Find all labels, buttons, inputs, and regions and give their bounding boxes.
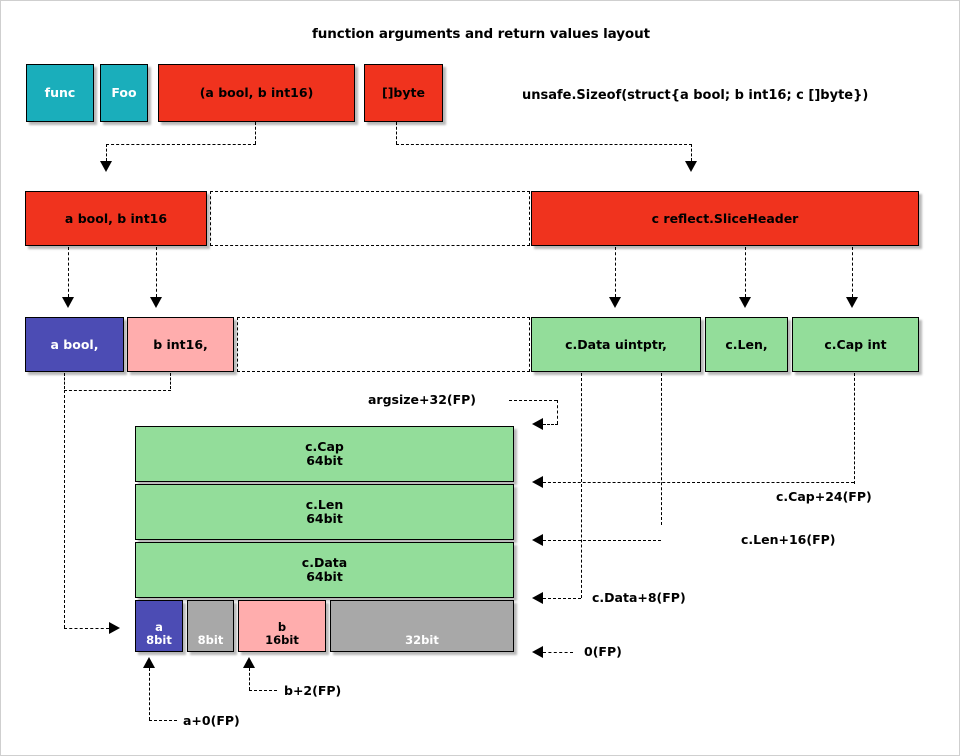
offset-label-b: b+2(FP) — [284, 683, 342, 698]
offset-label-a: a+0(FP) — [183, 713, 240, 728]
connector-ccap-vertical — [852, 247, 853, 297]
arrow-offset-cap — [532, 476, 543, 488]
signature-box-results[interactable]: []byte — [364, 64, 443, 122]
arrow-params-to-args — [100, 161, 112, 172]
connector-ab-left-stub — [64, 373, 65, 389]
connector-params-horizontal — [106, 144, 256, 145]
connector-ab-to-base — [64, 628, 109, 629]
arrow-offset-len — [532, 534, 543, 546]
connector-clen-vertical — [745, 247, 746, 297]
arrow-to-b-int16 — [150, 297, 162, 308]
field-box-a-bool[interactable]: a bool, — [25, 317, 124, 372]
stack-slot-c-cap[interactable]: c.Cap 64bit — [135, 426, 514, 482]
sizeof-expression: unsafe.Sizeof(struct{a bool; b int16; c … — [522, 88, 869, 103]
connector-offset-cap-horizontal — [543, 482, 854, 483]
stack-slot-c-data-label: c.Data — [301, 555, 348, 570]
base-cell-pad8-size: 8bit — [197, 633, 224, 648]
connector-results-horizontal — [396, 144, 692, 145]
arrow-offset-data — [532, 592, 543, 604]
connector-ab-right-stub — [170, 373, 171, 389]
connector-offset-a-vertical — [149, 668, 150, 720]
connector-offset-zero-horizontal — [543, 652, 573, 653]
connector-ab-bracket — [64, 390, 171, 391]
connector-argsize-tail — [543, 424, 558, 425]
field-box-b-int16[interactable]: b int16, — [127, 317, 234, 372]
connector-ccap-drop — [854, 373, 855, 484]
arrow-to-a-bool — [62, 297, 74, 308]
args-box-gap — [210, 191, 530, 246]
base-cell-b-label: b — [277, 620, 287, 635]
connector-results-vertical — [691, 144, 692, 161]
stack-slot-c-data-size: 64bit — [306, 569, 343, 584]
base-cell-pad8[interactable]: 8bit — [187, 600, 234, 652]
arrow-offset-b — [243, 657, 255, 668]
field-box-c-cap[interactable]: c.Cap int — [792, 317, 919, 372]
field-box-c-data[interactable]: c.Data uintptr, — [531, 317, 701, 372]
stack-slot-c-len-label: c.Len — [305, 497, 344, 512]
connector-params-vertical — [106, 144, 107, 161]
arrow-results-to-sliceheader — [685, 161, 697, 172]
stack-slot-c-len[interactable]: c.Len 64bit — [135, 484, 514, 540]
connector-cdata-drop — [581, 373, 582, 598]
connector-offset-a-horizontal — [149, 720, 177, 721]
connector-results-stub — [396, 122, 397, 144]
base-cell-a-size: 8bit — [146, 633, 172, 648]
base-cell-a[interactable]: a 8bit — [135, 600, 183, 652]
arrow-argsize-to-stack-top — [532, 418, 543, 430]
stack-slot-c-cap-size: 64bit — [306, 453, 343, 468]
offset-label-data: c.Data+8(FP) — [592, 590, 686, 605]
connector-argsize-vertical — [557, 400, 558, 424]
arrow-to-c-len — [739, 297, 751, 308]
connector-clen-drop — [661, 373, 662, 525]
signature-box-func[interactable]: func — [26, 64, 94, 122]
arrow-ab-into-base-row — [109, 622, 120, 634]
field-box-gap — [237, 317, 530, 372]
signature-box-params[interactable]: (a bool, b int16) — [158, 64, 355, 122]
connector-b-vertical — [156, 247, 157, 297]
connector-params-stub — [255, 122, 256, 144]
offset-label-len: c.Len+16(FP) — [741, 532, 836, 547]
base-cell-b-size: 16bit — [265, 633, 299, 648]
connector-a-vertical — [68, 247, 69, 297]
page-title: function arguments and return values lay… — [312, 26, 650, 42]
base-cell-pad32[interactable]: 32bit — [330, 600, 514, 652]
arrow-to-c-cap — [846, 297, 858, 308]
offset-label-cap: c.Cap+24(FP) — [776, 489, 872, 504]
arrow-offset-a — [143, 657, 155, 668]
connector-argsize-horizontal — [509, 400, 557, 401]
base-cell-pad32-size: 32bit — [405, 633, 439, 648]
stack-slot-c-len-size: 64bit — [306, 511, 343, 526]
base-cell-a-label: a — [155, 620, 163, 635]
connector-ab-down — [64, 390, 65, 628]
args-box-ab[interactable]: a bool, b int16 — [25, 191, 207, 246]
offset-label-zero: 0(FP) — [584, 644, 622, 659]
arrow-to-c-data — [609, 297, 621, 308]
arrow-offset-zero — [532, 646, 543, 658]
connector-cdata-vertical — [615, 247, 616, 297]
connector-offset-b-horizontal — [249, 690, 277, 691]
args-box-sliceheader[interactable]: c reflect.SliceHeader — [531, 191, 919, 246]
signature-box-foo[interactable]: Foo — [100, 64, 148, 122]
connector-offset-data-horizontal — [543, 598, 581, 599]
offset-label-argsize: argsize+32(FP) — [368, 392, 477, 407]
connector-offset-len-horizontal — [543, 540, 661, 541]
field-box-c-len[interactable]: c.Len, — [705, 317, 788, 372]
connector-offset-b-vertical — [249, 668, 250, 690]
base-cell-b[interactable]: b 16bit — [238, 600, 326, 652]
stack-slot-c-cap-label: c.Cap — [305, 439, 344, 454]
stack-slot-c-data[interactable]: c.Data 64bit — [135, 542, 514, 598]
